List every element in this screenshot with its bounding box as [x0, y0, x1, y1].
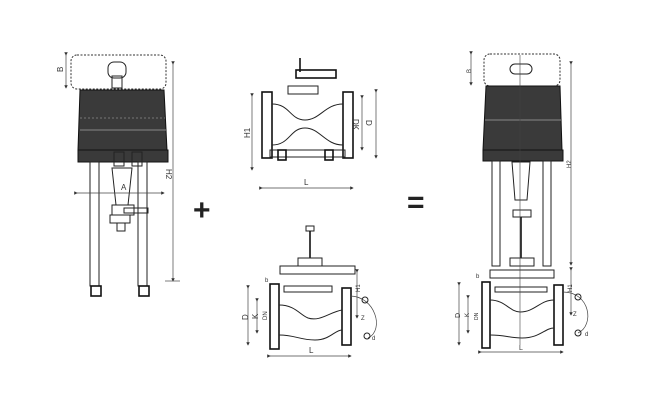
dimension-label-b: b	[476, 274, 480, 280]
dimension-label-K: K	[465, 313, 471, 317]
dimension-label-K: K	[251, 313, 260, 319]
assembled-actuator-valve: B H2 H1 D K DN b L Z d	[455, 51, 588, 354]
dimension-label-B: B	[56, 67, 65, 72]
dimension-label-d: d	[372, 336, 375, 342]
dimension-label-b: b	[265, 278, 269, 284]
dimension-label-H2: H2	[567, 160, 573, 168]
dimension-label-L: L	[309, 346, 314, 355]
dimension-label-d: d	[585, 332, 588, 338]
plus-sign: +	[193, 194, 211, 227]
dimension-label-D: D	[241, 314, 250, 320]
equals-sign: =	[407, 186, 425, 219]
dimension-label-H1: H1	[568, 284, 574, 292]
dimension-label-D: D	[364, 120, 373, 126]
electric-actuator: B A H2	[56, 52, 180, 297]
dimension-label-L: L	[519, 345, 523, 352]
dimension-label-DK: DK	[351, 119, 360, 131]
dimension-label-B: B	[467, 69, 473, 73]
two-way-valve-top-view: H1 DK D L	[243, 58, 378, 190]
dimension-label-DN: DN	[474, 312, 480, 320]
dimension-label-A: A	[121, 183, 127, 192]
dimension-label-D: D	[455, 313, 462, 318]
dimension-label-Z: Z	[573, 312, 577, 318]
dimension-label-Z: Z	[361, 316, 365, 322]
dimension-label-L: L	[304, 178, 309, 187]
dimension-label-H1: H1	[243, 127, 252, 138]
dimension-label-H2: H2	[164, 169, 173, 180]
dimension-label-H1: H1	[356, 284, 362, 292]
dimension-label-DN: DN	[263, 311, 269, 320]
globe-valve-side-view: D K DN b H1 L Z d	[241, 225, 377, 358]
